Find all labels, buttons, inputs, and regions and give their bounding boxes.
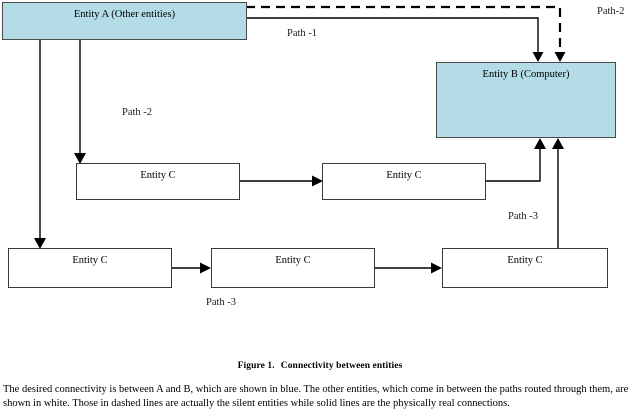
node-entity-c-bottom-center-label: Entity C — [275, 255, 311, 266]
connector-bottom-right-c-to-entity-b — [552, 138, 564, 248]
figure-description: The desired connectivity is between A an… — [3, 384, 629, 410]
node-entity-c-mid-left-label: Entity C — [140, 170, 176, 181]
path-label-1: Path -1 — [287, 28, 318, 39]
path-label-3-right: Path -3 — [508, 211, 539, 222]
path-label-2-top-right: Path-2 — [597, 6, 625, 17]
path-label-2-left: Path -2 — [122, 107, 153, 118]
connector-path-1-solid — [246, 17, 544, 62]
connector-a-to-bottom-left-c — [34, 40, 46, 249]
connector-path-2-dashed — [246, 5, 566, 62]
node-entity-b[interactable]: Entity B (Computer) — [436, 62, 616, 138]
node-entity-c-bottom-left-label: Entity C — [72, 255, 108, 266]
figure-caption: Figure 1. Connectivity between entities — [0, 361, 640, 371]
node-entity-a-label: Entity A (Other entities) — [73, 9, 176, 20]
node-entity-c-bottom-right[interactable]: Entity C — [442, 248, 608, 288]
figure-caption-title: Connectivity between entities — [280, 361, 403, 371]
connector-bottom-left-c-to-bottom-center-c — [172, 262, 211, 274]
node-entity-b-label: Entity B (Computer) — [482, 69, 570, 80]
node-entity-c-mid-right-label: Entity C — [386, 170, 422, 181]
node-entity-c-bottom-left[interactable]: Entity C — [8, 248, 172, 288]
figure-caption-number: Figure 1. — [237, 361, 275, 371]
path-label-3-bottom: Path -3 — [206, 297, 237, 308]
connector-mid-right-c-to-entity-b — [485, 138, 546, 182]
connector-mid-left-c-to-mid-right-c — [239, 175, 323, 187]
connector-a-to-mid-left-c — [74, 40, 86, 164]
node-entity-c-mid-right[interactable]: Entity C — [322, 163, 486, 200]
node-entity-c-bottom-right-label: Entity C — [507, 255, 543, 266]
node-entity-c-bottom-center[interactable]: Entity C — [211, 248, 375, 288]
node-entity-c-mid-left[interactable]: Entity C — [76, 163, 240, 200]
connector-bottom-center-c-to-bottom-right-c — [375, 262, 442, 274]
node-entity-a[interactable]: Entity A (Other entities) — [2, 2, 247, 40]
